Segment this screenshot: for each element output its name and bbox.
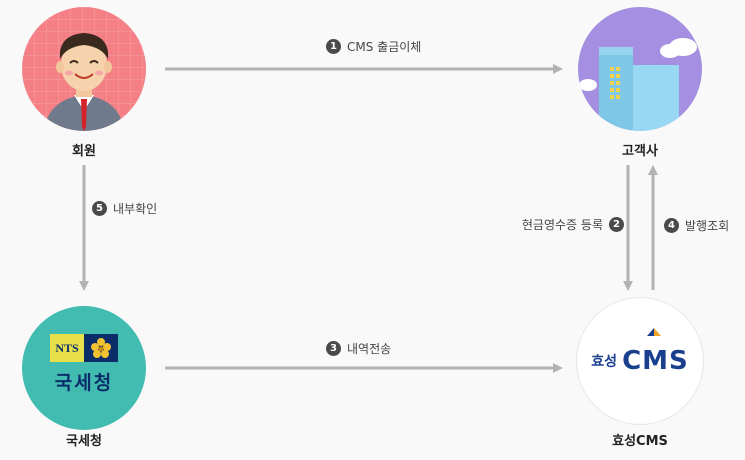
hyosung-logo-prefix: 효성 xyxy=(591,354,617,370)
step-number-badge: 3 xyxy=(326,341,341,356)
edge-label-cms-withdrawal: 1 CMS 출금이체 xyxy=(320,38,421,55)
step-number-badge: 1 xyxy=(326,39,341,54)
diamond-icon xyxy=(647,328,661,336)
member-label: 회원 xyxy=(72,144,96,159)
edge-label-receipt-register: 현금영수증 등록 2 xyxy=(522,216,630,233)
person-icon xyxy=(22,7,146,131)
hyosung-avatar: 효성 CMS xyxy=(576,297,704,425)
step-number-badge: 4 xyxy=(664,218,679,233)
edge-text: 발행조회 xyxy=(685,219,730,233)
nts-label: 국세청 xyxy=(66,434,102,449)
nts-emblem-icon xyxy=(84,334,118,362)
building-icon xyxy=(579,38,697,131)
edge-label-internal-check: 5 내부확인 xyxy=(86,200,157,217)
nts-logo-title: 국세청 xyxy=(54,372,114,394)
step-number-badge: 2 xyxy=(609,217,624,232)
edge-label-detail-transfer: 3 내역전송 xyxy=(320,340,391,357)
nts-logo-text: NTS xyxy=(50,334,84,362)
step-number-badge: 5 xyxy=(92,201,107,216)
client-avatar xyxy=(578,7,702,131)
hyosung-label: 효성CMS xyxy=(612,434,668,449)
edge-text: CMS 출금이체 xyxy=(347,40,422,54)
edge-label-issue-lookup: 4 발행조회 xyxy=(658,217,729,234)
edge-text: 현금영수증 등록 xyxy=(521,218,603,232)
edge-text: 내역전송 xyxy=(347,342,392,356)
nts-logo: NTS xyxy=(50,334,118,362)
edge-text: 내부확인 xyxy=(113,202,158,216)
nts-avatar: NTS 국세청 xyxy=(22,306,146,430)
hyosung-logo: 효성 CMS xyxy=(577,346,703,376)
hyosung-logo-main: CMS xyxy=(622,346,689,376)
member-avatar xyxy=(22,7,146,131)
client-label: 고객사 xyxy=(622,144,658,159)
